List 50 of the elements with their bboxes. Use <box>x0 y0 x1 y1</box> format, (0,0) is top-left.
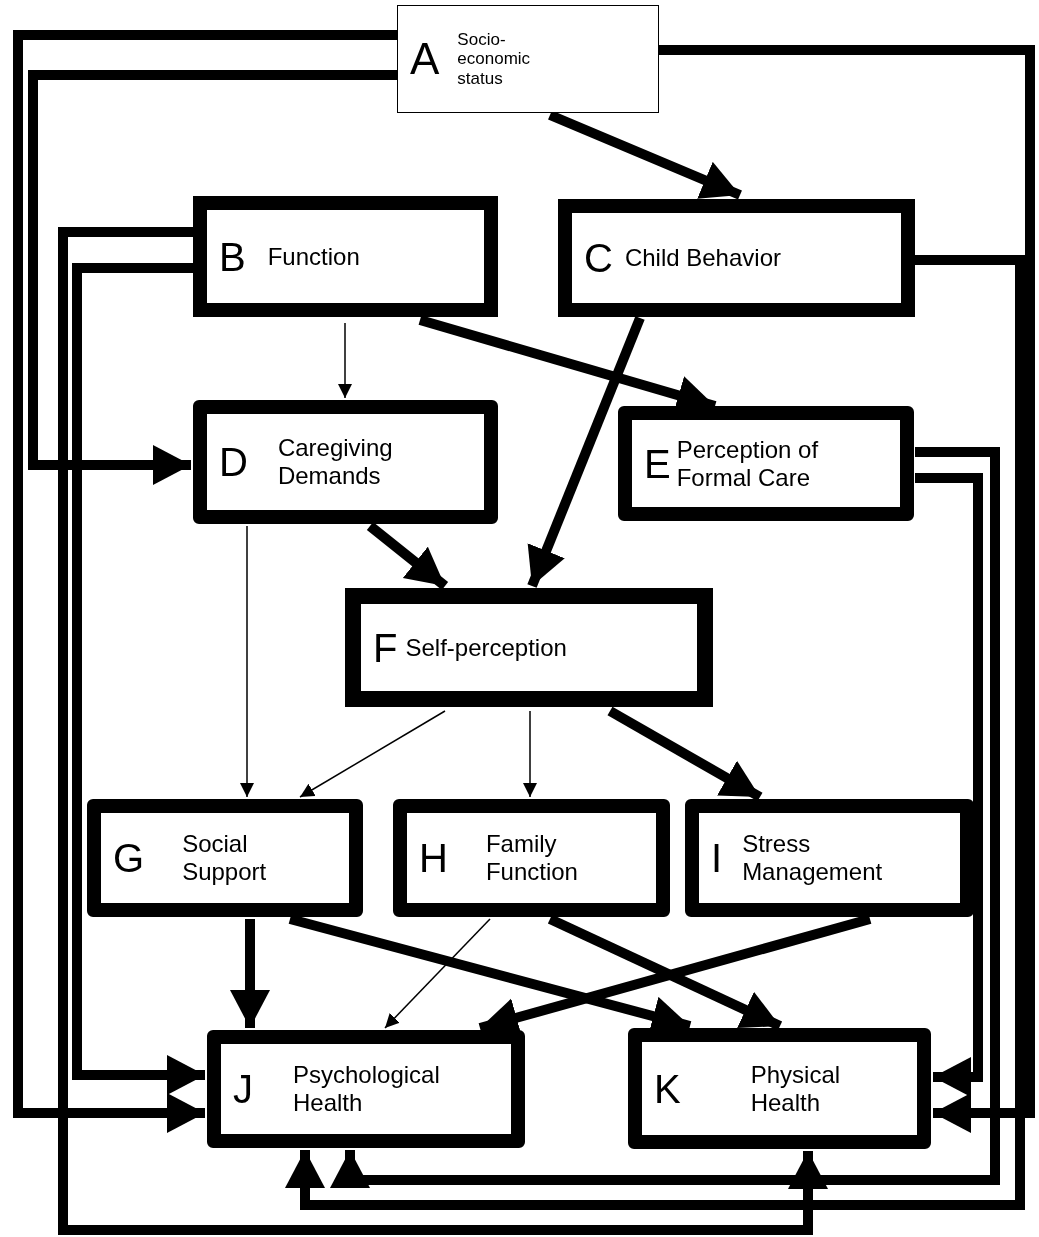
node-letter: G <box>113 838 145 878</box>
arrow <box>607 706 763 802</box>
node-label: Psychological Health <box>293 1061 441 1117</box>
node-letter: D <box>219 442 248 482</box>
process-box <box>618 406 914 521</box>
node-letter: J <box>233 1069 253 1109</box>
arrow <box>523 710 537 798</box>
arrow <box>299 710 446 798</box>
arrow <box>240 525 254 798</box>
node-label: Physical Health <box>750 1060 842 1117</box>
arrow <box>338 322 352 399</box>
arrow <box>330 447 1000 1188</box>
arrow <box>915 473 983 1097</box>
node-label: Social Support <box>182 830 268 886</box>
arrow <box>13 30 397 1133</box>
arrow <box>28 70 397 485</box>
arrow <box>366 522 449 590</box>
arrow <box>285 255 1025 1210</box>
node-label: Self-perception <box>405 633 567 662</box>
node-label: Perception of Formal Care <box>676 435 820 492</box>
arrow <box>58 227 828 1235</box>
node-letter: I <box>711 838 723 878</box>
process-box <box>193 400 498 524</box>
arrow <box>527 316 645 588</box>
node-label: Function <box>267 242 360 271</box>
node-letter: A <box>410 37 440 81</box>
process-box <box>685 799 974 917</box>
process-box <box>393 799 670 917</box>
node-label: Caregiving Demands <box>277 434 394 490</box>
node-letter: B <box>219 236 246 277</box>
process-box <box>345 588 713 707</box>
process-box <box>87 799 363 917</box>
process-box <box>558 199 915 317</box>
node-letter: H <box>419 838 448 878</box>
process-box <box>193 196 498 317</box>
node-letter: F <box>373 627 398 668</box>
node-label: Family Function <box>485 830 579 886</box>
process-box <box>397 5 659 113</box>
node-label: Child Behavior <box>624 244 781 272</box>
node-label: Socio-economic status <box>457 29 532 89</box>
arrow <box>230 919 270 1028</box>
process-box <box>628 1028 931 1149</box>
arrow <box>659 45 1035 1133</box>
node-letter: K <box>654 1068 681 1109</box>
arrow <box>384 918 491 1029</box>
arrow <box>72 263 205 1095</box>
node-letter: C <box>584 238 613 278</box>
process-box <box>207 1030 525 1148</box>
node-label: Stress Management <box>742 830 884 886</box>
node-letter: E <box>644 443 671 484</box>
